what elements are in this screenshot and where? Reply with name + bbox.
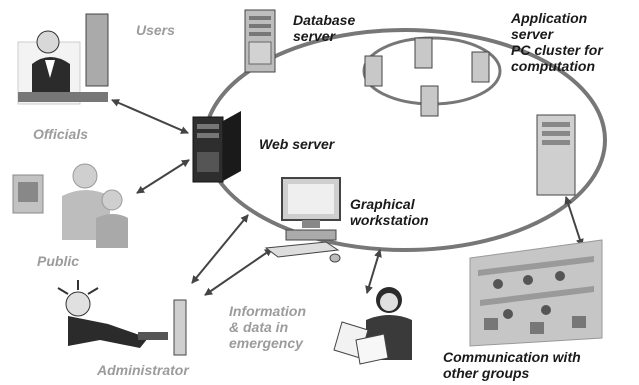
officials-label: Officials: [33, 126, 88, 142]
application-server-label-line-1: Application: [511, 10, 588, 26]
graphical-workstation-label-line-1: Graphical: [350, 196, 415, 212]
arrow-admin-workstation: [204, 248, 273, 296]
pc-cluster-icon: [364, 37, 490, 117]
public-label: Public: [37, 253, 80, 269]
public-people-icon: [12, 163, 128, 248]
information-label-line-3: emergency: [229, 335, 303, 351]
official-person-icon: [17, 13, 109, 105]
office-scene-icon: [469, 239, 603, 347]
administrator-label: Administrator: [97, 362, 189, 378]
information-label-line-1: Information: [229, 303, 306, 319]
communication-label-line-1: Communication with: [443, 349, 581, 365]
information-label-line-2: & data in: [229, 319, 289, 335]
graphical-workstation-label: Graphical workstation: [350, 196, 429, 228]
database-server-label-line-1: Database: [293, 12, 356, 28]
users-label: Users: [136, 22, 175, 38]
communication-label-line-2: other groups: [443, 365, 530, 381]
application-server-label-line-4: computation: [511, 58, 595, 74]
web-server-icon: [192, 111, 241, 183]
information-label: Information & data in emergency: [229, 303, 306, 351]
database-server-icon: [244, 9, 276, 73]
application-server-icon: [536, 114, 576, 196]
arrow-admin-ring: [191, 214, 249, 284]
arrow-woman-ring: [365, 249, 382, 294]
graphical-workstation-label-line-2: workstation: [350, 212, 429, 228]
arrow-office-appserver: [564, 196, 584, 247]
database-server-label-line-2: server: [293, 28, 336, 44]
administrator-person-icon: [57, 280, 187, 356]
graphical-workstation-icon: [264, 177, 341, 263]
application-server-label-line-2: server: [511, 26, 554, 42]
arrow-public-web: [136, 159, 190, 194]
communication-label: Communication with other groups: [443, 349, 581, 381]
database-server-label: Database server: [293, 12, 355, 44]
application-server-label-line-3: PC cluster for: [511, 42, 603, 58]
application-server-label: Application server PC cluster for comput…: [511, 10, 603, 74]
woman-with-papers-icon: [333, 287, 412, 365]
arrow-officials-web: [111, 99, 189, 134]
web-server-label: Web server: [259, 136, 335, 152]
